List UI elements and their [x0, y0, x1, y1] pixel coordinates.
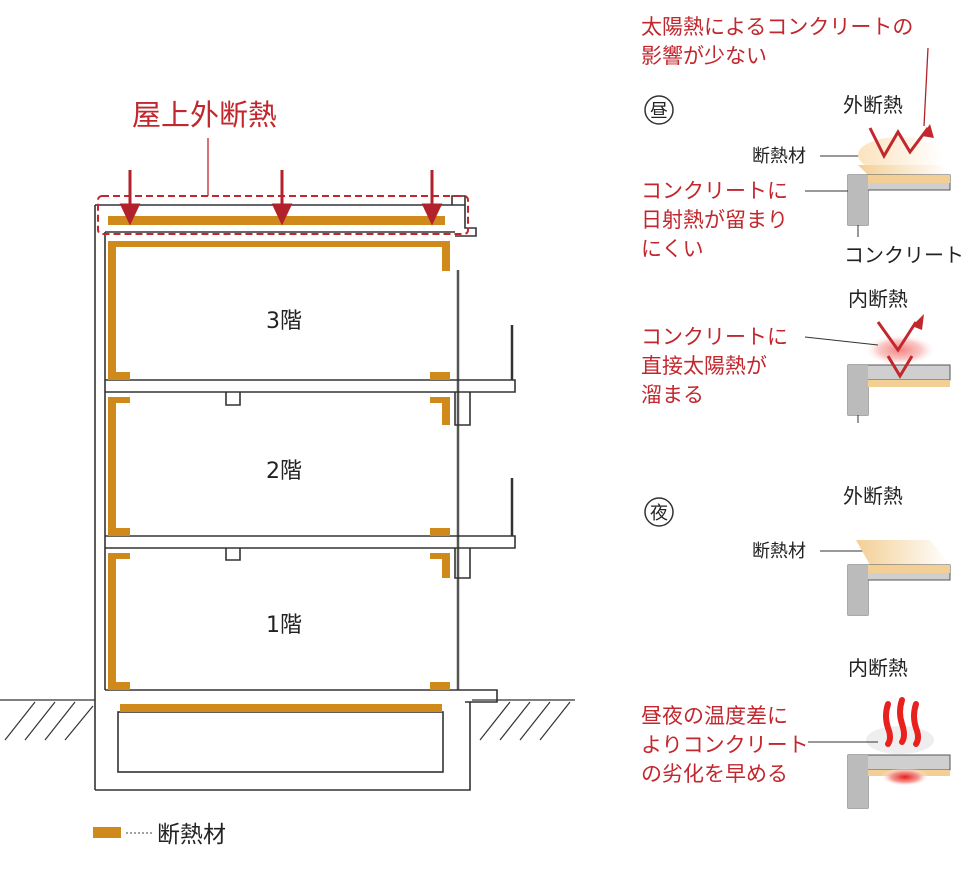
- roof-insulation-label: 屋上外断熱: [132, 98, 277, 132]
- day-outer-section: [847, 124, 951, 237]
- day-inner-note-1: コンクリートに: [641, 325, 788, 349]
- day-outer-note-3: にくい: [641, 237, 704, 261]
- floor-label-2: 2階: [266, 459, 302, 484]
- down-arrow-icon: [119, 170, 443, 226]
- top-note-line2: 影響が少ない: [641, 44, 767, 68]
- comparison-panel: 太陽熱によるコンクリートの 影響が少ない 昼 外断熱 断熱材 コンクリートに 日…: [641, 15, 964, 809]
- day-material-label: 断熱材: [752, 146, 806, 167]
- legend: 断熱材: [93, 822, 226, 848]
- night-inner-note-2: よりコンクリート: [641, 733, 809, 757]
- building-section: 屋上外断熱 3階 2階 1階 断熱材: [0, 98, 575, 848]
- night-inner-section: [847, 697, 951, 809]
- night-inner-title: 内断熱: [848, 656, 908, 680]
- day-inner-title: 内断熱: [848, 287, 908, 311]
- day-outer-note-2: 日射熱が留まり: [641, 208, 788, 232]
- svg-text:夜: 夜: [650, 503, 668, 524]
- night-inner-note-3: の劣化を早める: [641, 762, 788, 786]
- legend-swatch: [93, 827, 121, 838]
- top-note-line1: 太陽熱によるコンクリートの: [641, 15, 913, 39]
- day-inner-note-2: 直接太陽熱が: [641, 354, 767, 378]
- day-concrete-label: コンクリート: [844, 243, 964, 267]
- heat-wave-icon: [883, 697, 921, 747]
- day-outer-note-1: コンクリートに: [641, 179, 788, 203]
- night-outer-title: 外断熱: [843, 484, 903, 508]
- svg-text:昼: 昼: [650, 101, 668, 122]
- night-badge: 夜: [644, 497, 674, 527]
- day-outer-title: 外断熱: [843, 93, 903, 117]
- top-note-leader: [923, 47, 929, 127]
- night-outer-section: [847, 540, 951, 616]
- night-inner-note-1: 昼夜の温度差に: [641, 704, 788, 728]
- floor-label-3: 3階: [266, 309, 302, 334]
- ground-hatch: [0, 699, 575, 741]
- day-badge: 昼: [644, 95, 674, 125]
- legend-label: 断熱材: [157, 822, 226, 848]
- insulation-layers: [108, 216, 450, 712]
- night-material-label: 断熱材: [752, 541, 806, 562]
- floor-label-1: 1階: [266, 613, 302, 638]
- sun-heat-arrow-icon: [868, 127, 930, 160]
- concrete-structure: [94, 195, 516, 791]
- day-inner-note-3: 溜まる: [641, 383, 704, 407]
- day-inner-section: [847, 314, 951, 423]
